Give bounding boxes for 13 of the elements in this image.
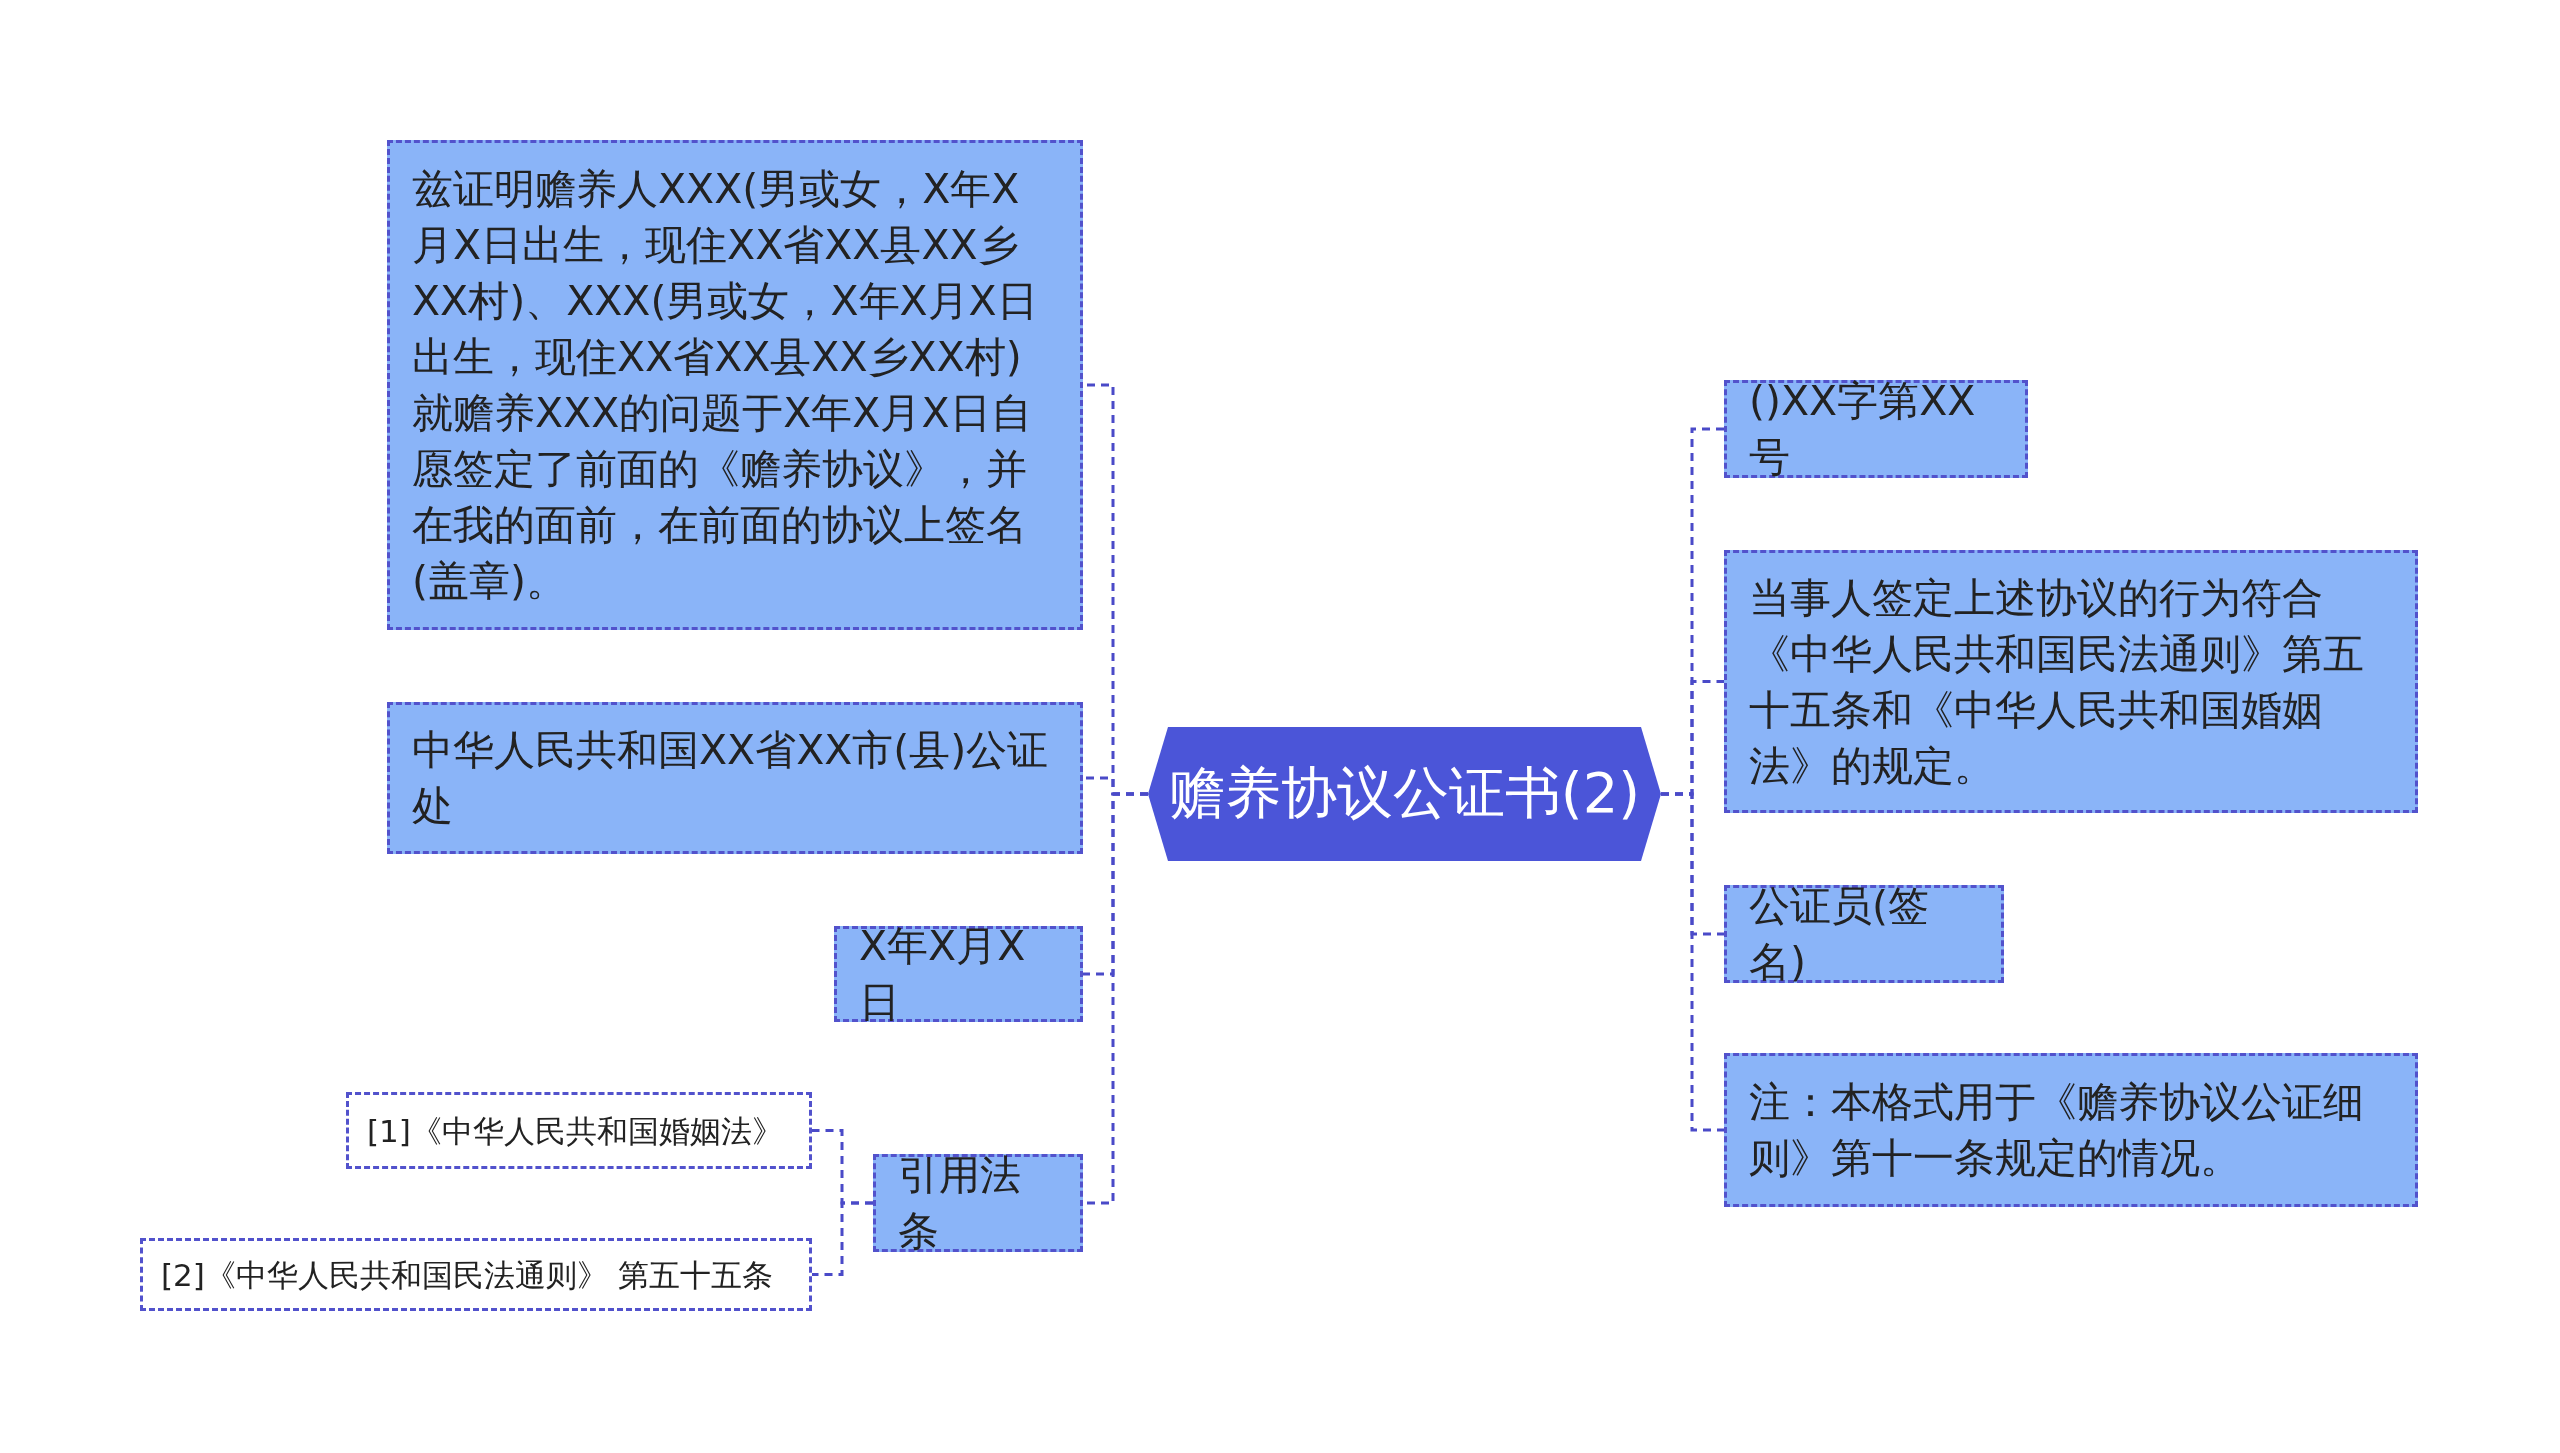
topic-box: ()XX字第XX号 (1724, 380, 2028, 478)
connector (1661, 792, 1724, 1132)
topic-box: 兹证明赡养人XXX(男或女，X年X月X日出生，现住XX省XX县XX乡XX村)、XXX(男或女，X年X月X日出生，现住XX省XX县XX乡XX村)就赡养XXX的问题于X年X月X日自愿签定了前面的《赡养协议》，并在我的面前，在前面的协议上签名(盖章)。 (387, 140, 1083, 630)
topic-box: 中华人民共和国XX省XX市(县)公证处 (387, 702, 1083, 854)
topic-box: 注：本格式用于《赡养协议公证细则》第十一条规定的情况。 (1724, 1053, 2418, 1207)
topic-box: 公证员(签名) (1724, 885, 2004, 983)
reference-box: [1]《中华人民共和国婚姻法》 (346, 1092, 812, 1169)
topic-box: 当事人签定上述协议的行为符合《中华人民共和国民法通则》第五十五条和《中华人民共和国婚姻法》的规定。 (1724, 550, 2418, 813)
topic-box: X年X月X日 (834, 926, 1083, 1022)
topic-box: 引用法条 (873, 1154, 1083, 1252)
reference-box: [2]《中华人民共和国民法通则》 第五十五条 (140, 1238, 812, 1311)
connector (812, 1201, 873, 1276)
central-topic-hexagon: 赡养协议公证书(2) (1148, 727, 1661, 861)
